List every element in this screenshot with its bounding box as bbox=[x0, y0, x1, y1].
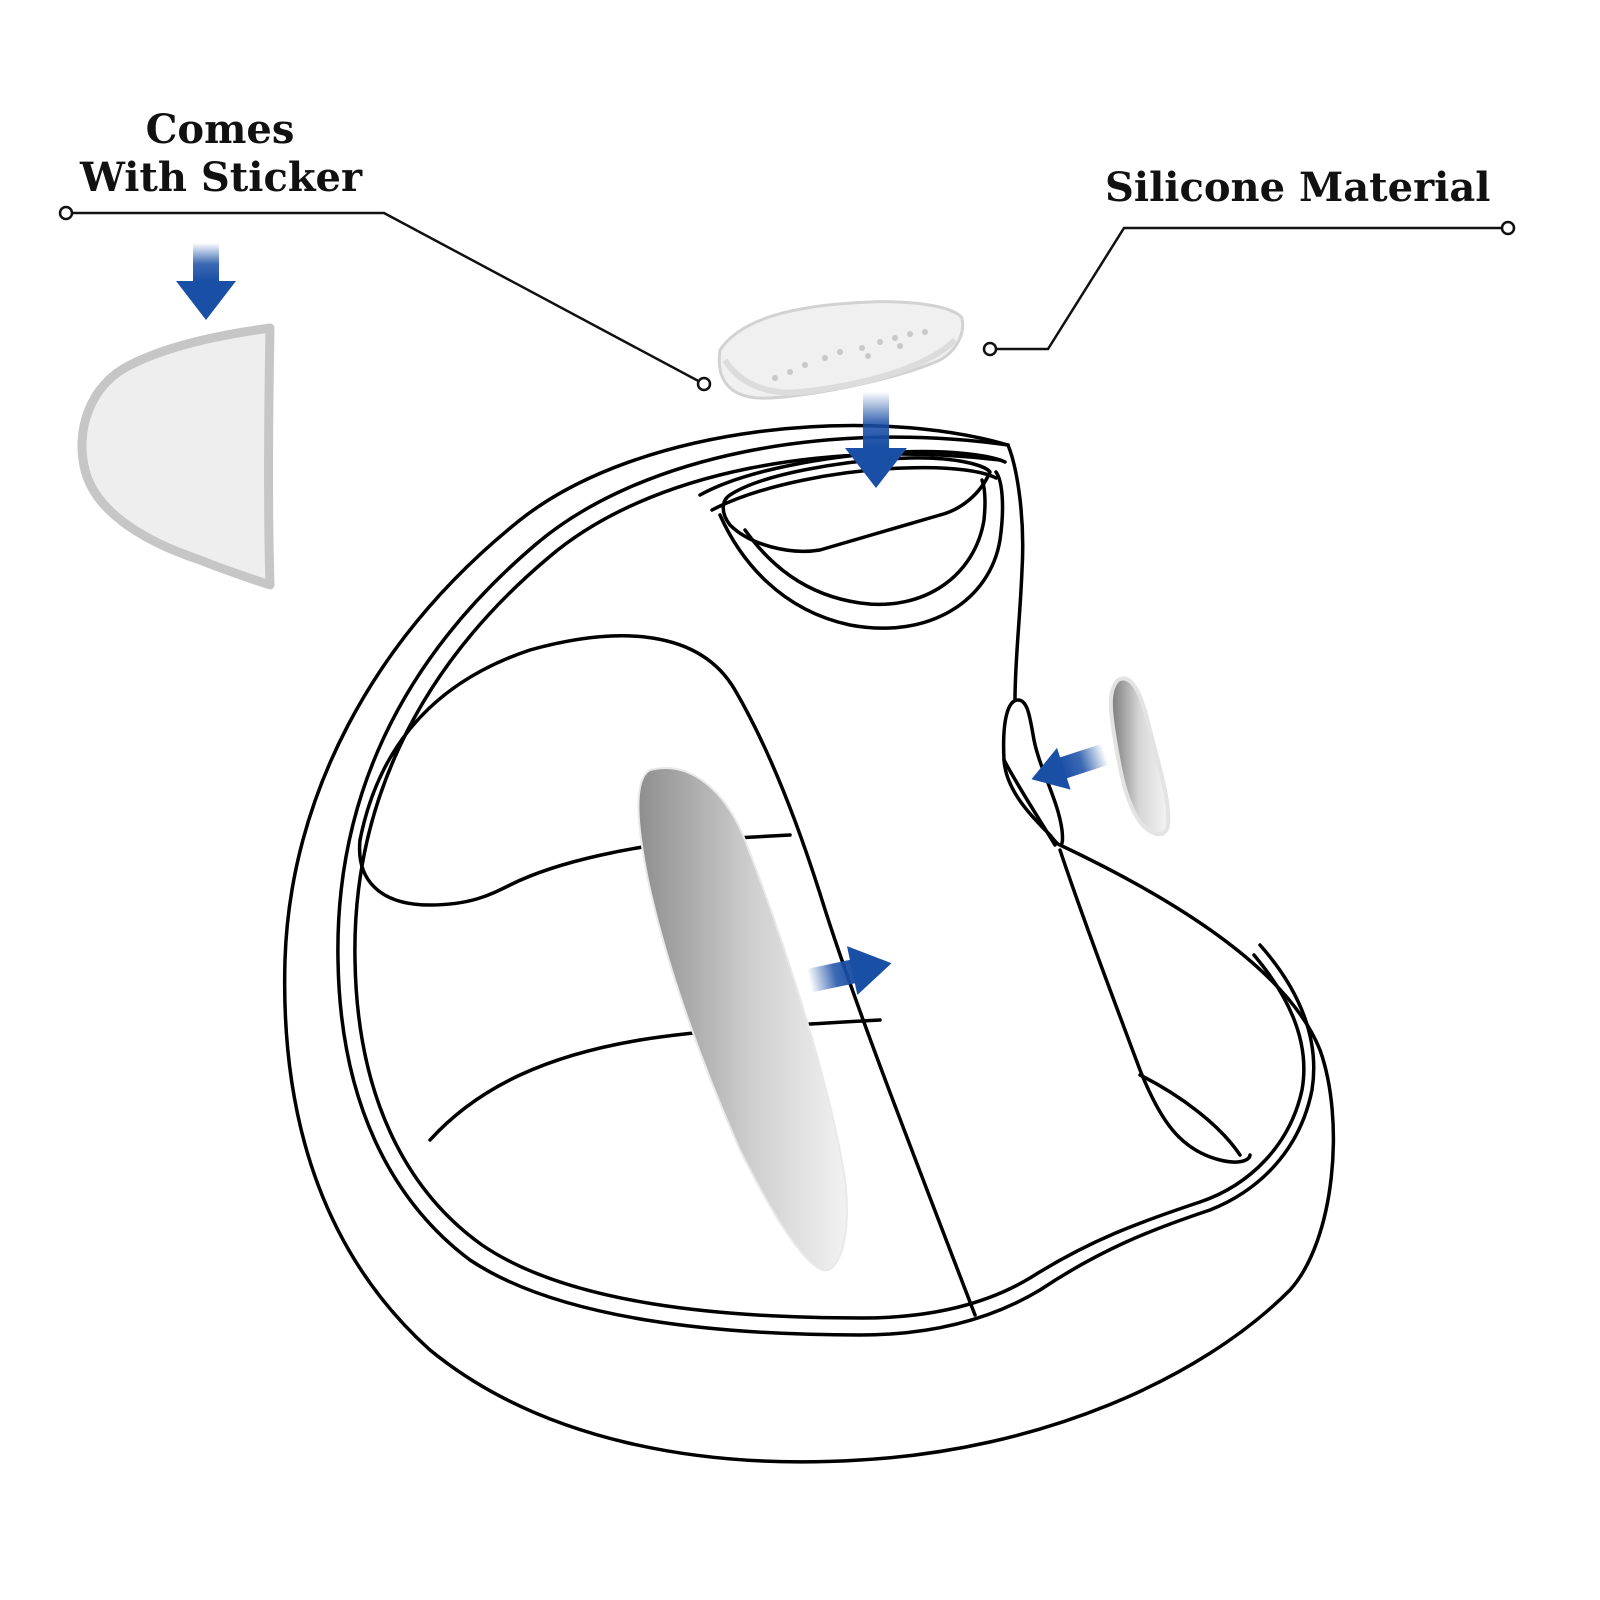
leader-sticker bbox=[66, 211, 705, 386]
nose-pad-silicone bbox=[717, 300, 965, 400]
nose-opening-outer bbox=[718, 470, 1005, 630]
right-strap bbox=[1006, 443, 1025, 702]
right-arrow-icon bbox=[806, 946, 892, 996]
side-clip bbox=[1001, 698, 1065, 847]
lens-frame bbox=[358, 634, 977, 1317]
leader-dot-nose bbox=[982, 341, 998, 357]
inner-rim-inner bbox=[353, 452, 1306, 1320]
outer-shell bbox=[282, 423, 1336, 1464]
nose-pad-seat bbox=[721, 456, 992, 553]
sticker-callout-label: Comes With Sticker bbox=[80, 106, 363, 202]
leader-dot-right bbox=[1500, 220, 1516, 236]
long-pad bbox=[637, 767, 848, 1272]
side-clip-inner bbox=[1002, 758, 1057, 847]
lens-frame-lower bbox=[357, 833, 792, 907]
left-arrow-icon bbox=[1031, 743, 1109, 790]
leader-dot-left bbox=[58, 205, 74, 221]
silicone-callout-label: Silicone Material bbox=[1105, 164, 1491, 211]
down-arrow-icon bbox=[845, 392, 907, 488]
leader-silicone bbox=[990, 226, 1508, 351]
sticker-pad bbox=[77, 323, 275, 590]
right-lower-curve bbox=[1138, 1073, 1242, 1157]
inner-rim-outer bbox=[336, 435, 1316, 1337]
sticker-label-line1: Comes bbox=[145, 106, 295, 153]
leader-dot-pad bbox=[696, 376, 712, 392]
down-arrow-icon bbox=[176, 243, 236, 320]
side-pad bbox=[1108, 676, 1171, 837]
right-inner-wall bbox=[1058, 848, 1252, 1164]
sticker-label-line2: With Sticker bbox=[80, 154, 363, 201]
nose-opening-inner bbox=[743, 478, 987, 606]
headset-outline bbox=[282, 423, 1336, 1464]
